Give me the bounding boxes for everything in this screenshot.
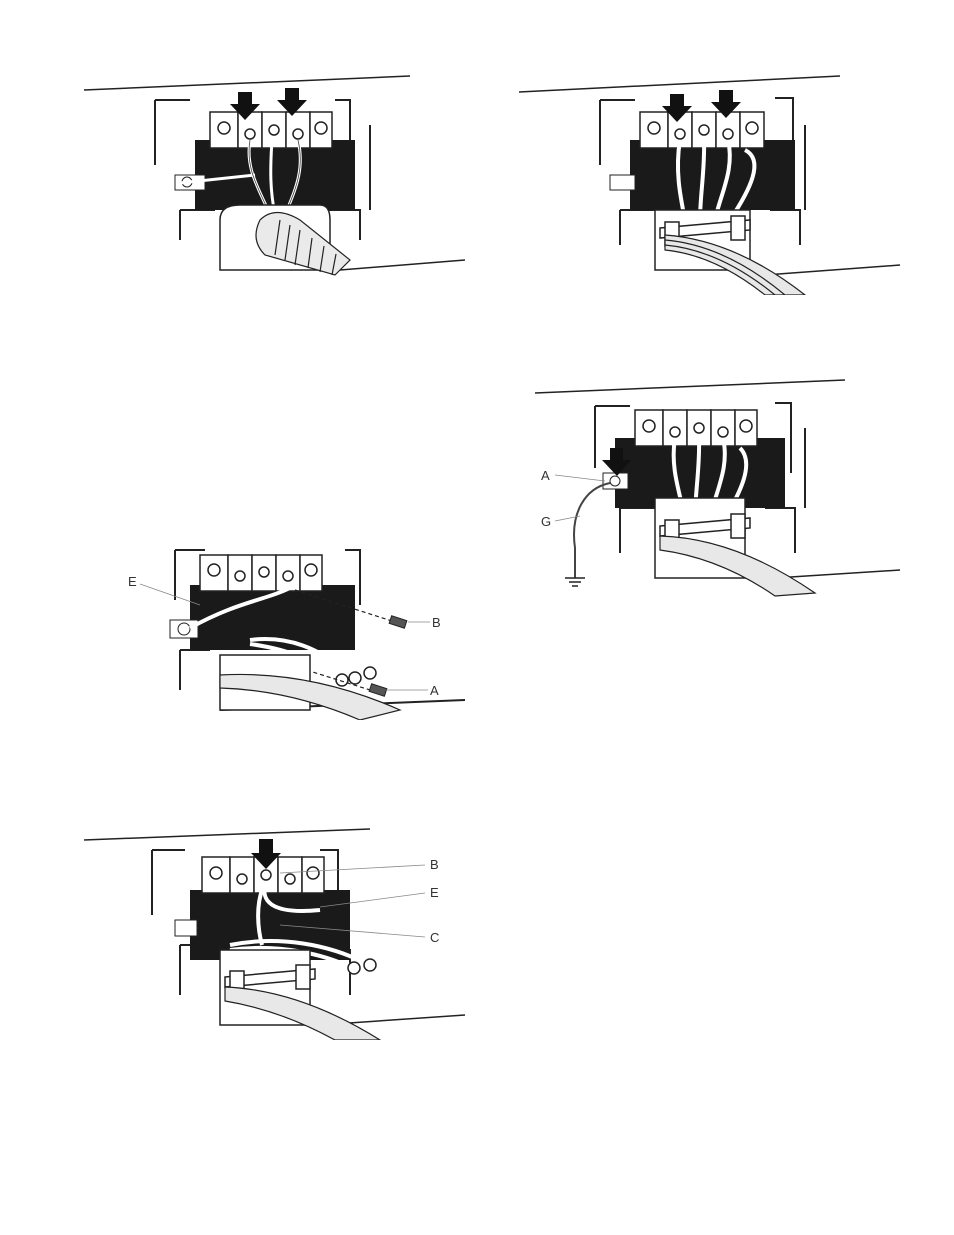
down-arrow-icons — [662, 90, 741, 122]
callout-a: A — [430, 683, 439, 698]
down-arrow-icon — [602, 448, 631, 476]
figure-5-neutral-terminal: B E C — [80, 825, 470, 1040]
callout-b: B — [430, 857, 439, 872]
figure-5-illustration: B E C — [83, 828, 466, 1040]
back-panel — [83, 75, 466, 271]
down-arrow-icon — [251, 839, 281, 869]
terminal-posts — [209, 111, 333, 149]
power-cord — [664, 234, 806, 295]
callout-a: A — [541, 468, 550, 483]
figure-2-cord-wiring — [515, 70, 905, 295]
figure-3-ground-strap-removal: E B A — [120, 540, 475, 720]
ground-wire — [573, 482, 611, 578]
callout-c: C — [430, 930, 439, 945]
callout-e: E — [430, 885, 439, 900]
terminal-block-black — [195, 140, 355, 210]
figure-1-conduit-wiring — [80, 70, 470, 290]
down-arrow-icons — [230, 88, 307, 120]
figure-2-illustration — [518, 75, 901, 295]
figure-1-illustration — [83, 75, 466, 276]
figure-4-illustration: A G — [535, 379, 901, 597]
figure-3-illustration: E B A — [128, 549, 466, 720]
callout-g: G — [541, 514, 551, 529]
callout-e: E — [128, 574, 137, 589]
screw-icons — [368, 615, 408, 697]
ground-symbol-icon — [565, 577, 585, 587]
callout-b: B — [432, 615, 441, 630]
flexible-conduit — [255, 211, 351, 276]
figure-4-external-ground: A G — [535, 378, 905, 598]
